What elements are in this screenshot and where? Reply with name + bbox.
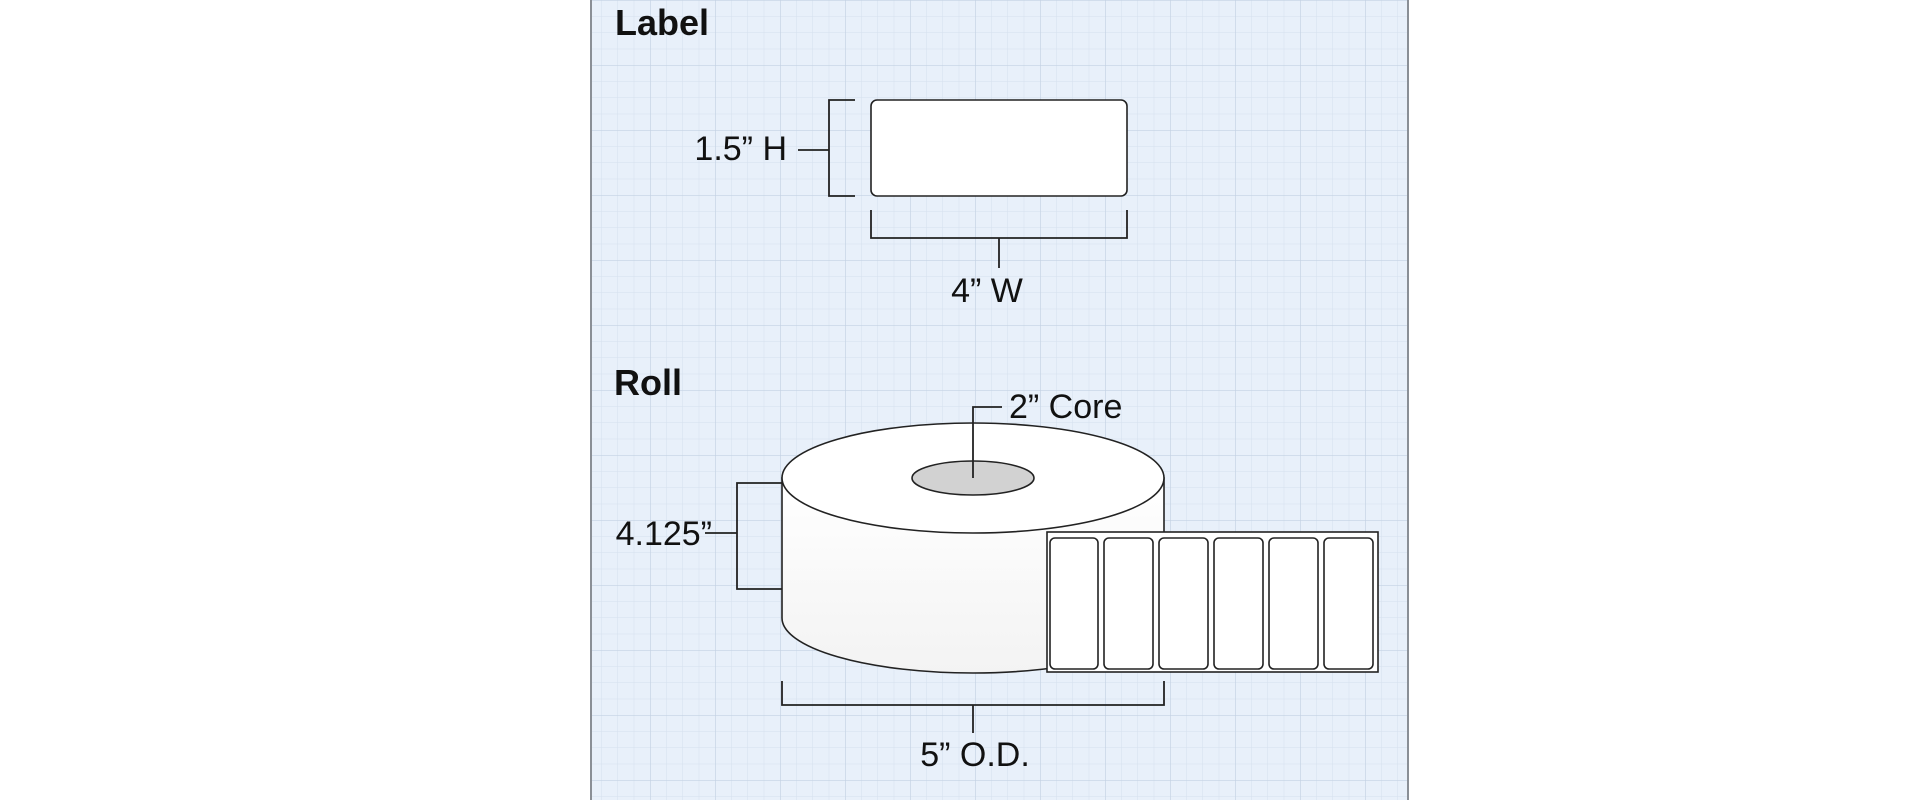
label-section: Label 1.5” H 4” W [615, 2, 1128, 310]
height-dimension-label: 1.5” H [694, 130, 787, 168]
label-heading: Label [615, 2, 709, 43]
roll-width-dimension-label: 4.125” [616, 515, 712, 553]
label-strip [1046, 531, 1379, 673]
strip-label [1103, 537, 1154, 670]
core-callout-line [972, 406, 1002, 478]
roll-heading: Roll [614, 362, 682, 403]
outer-diameter-label: 5” O.D. [920, 736, 1030, 774]
strip-label [1323, 537, 1374, 670]
outer-diameter-bracket [781, 681, 1165, 733]
roll-section: Roll 2” Core 4.125” 5” O.D. [614, 362, 1379, 774]
strip-labels [1049, 537, 1374, 670]
strip-label [1213, 537, 1264, 670]
height-bracket [798, 99, 855, 197]
width-dimension-label: 4” W [951, 272, 1023, 310]
roll-width-bracket [705, 482, 782, 590]
label-shape [870, 99, 1128, 197]
strip-label [1049, 537, 1099, 670]
strip-label [1268, 537, 1319, 670]
core-dimension-label: 2” Core [1009, 388, 1122, 426]
strip-label [1158, 537, 1209, 670]
width-bracket [870, 210, 1128, 268]
